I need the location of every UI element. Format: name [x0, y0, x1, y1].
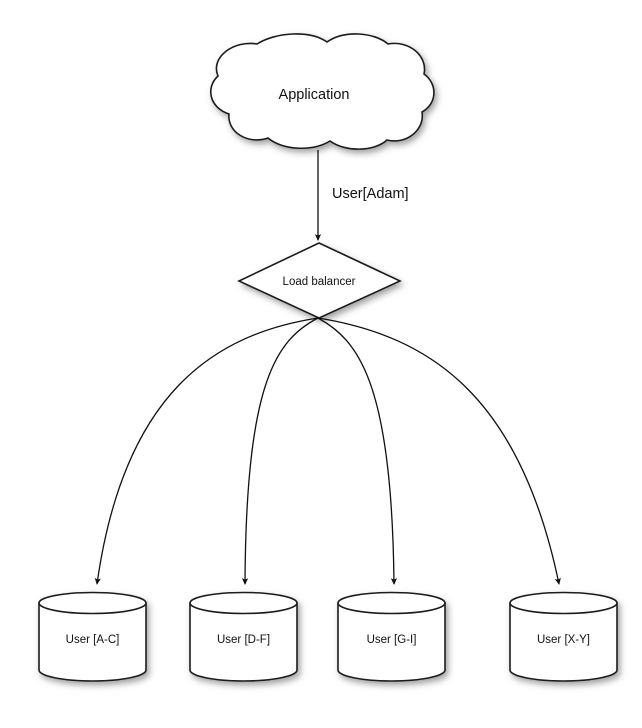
node-load-balancer[interactable]: Load balancer [237, 242, 402, 319]
load-balancer-label: Load balancer [283, 276, 356, 288]
database-3-label: User [G-I] [367, 634, 417, 646]
node-application[interactable]: Application [209, 33, 435, 150]
node-database-1[interactable]: User [A-C] [38, 591, 147, 682]
database-4-label: User [X-Y] [537, 634, 590, 646]
node-database-4[interactable]: User [X-Y] [509, 591, 618, 682]
edge-balancer-to-db-1 [94, 317, 319, 585]
node-database-3[interactable]: User [G-I] [337, 591, 446, 682]
node-database-2[interactable]: User [D-F] [189, 591, 298, 682]
edge-balancer-to-db-3 [317, 317, 398, 585]
database-2-label: User [D-F] [217, 634, 270, 646]
edge-balancer-to-db-2 [241, 317, 319, 585]
database-1-label: User [A-C] [66, 634, 120, 646]
application-label: Application [279, 87, 350, 103]
edge-balancer-to-db-4 [317, 317, 561, 585]
edge-label-user-adam: User[Adam] [332, 186, 409, 202]
edges-balancer-to-databases [94, 317, 561, 585]
edge-application-to-balancer: User[Adam] [314, 150, 409, 241]
